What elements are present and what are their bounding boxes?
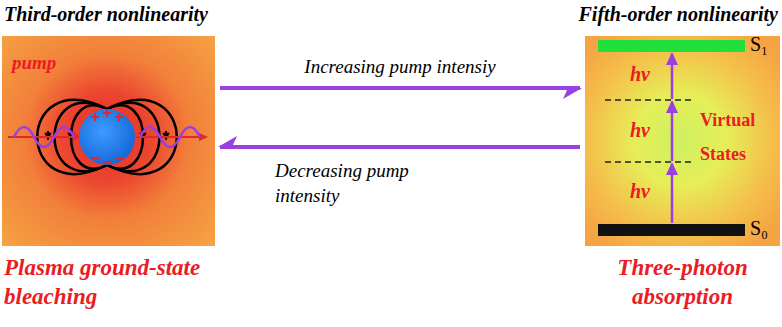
edge-label: Decreasing pump intensity [275, 159, 435, 208]
photon-arrows [671, 54, 674, 223]
panel-caption: Plasma ground-state bleaching [4, 254, 244, 312]
photon-arrow [671, 102, 674, 161]
excited-state-bar [598, 40, 745, 52]
virtual-states-label: Virtual States [700, 103, 774, 171]
pump-label: pump [12, 52, 56, 74]
transition-arrow [220, 145, 580, 149]
charge-signs [91, 109, 123, 162]
panel-ground [585, 36, 780, 246]
transition-arrow [220, 86, 580, 90]
polarization-axis [8, 136, 80, 138]
pump-wave [14, 127, 74, 147]
ground-state-bar [598, 224, 745, 236]
photon-energy: hv [630, 180, 650, 203]
photon-arrow [671, 164, 674, 223]
minus-sign [91, 157, 99, 159]
panel-title: Third-order nonlinearity [4, 3, 208, 26]
state-label: S₁ [750, 33, 768, 56]
state-label: S₀ [750, 217, 768, 240]
nanoparticle [79, 109, 135, 165]
plus-sign [103, 109, 111, 117]
minus-sign [103, 161, 111, 163]
photon-energy: hv [630, 63, 650, 86]
edge-label: Increasing pump intensiy [304, 55, 495, 80]
panel-title: Fifth-order nonlinearity [579, 3, 778, 26]
plus-sign [115, 113, 123, 121]
virtual-state-line [605, 161, 695, 163]
plus-sign [91, 113, 99, 121]
panel-caption: Three-photon absorption [585, 254, 780, 312]
photon-arrow [671, 54, 674, 99]
pump-wave [140, 127, 200, 147]
connector-group [220, 88, 580, 147]
nonlinearity-panel: Fifth-order nonlinearityThree-photon abs… [585, 36, 780, 246]
panel-ground [2, 36, 215, 246]
photon-energy: hv [630, 119, 650, 142]
polarization-axis [136, 136, 206, 138]
minus-sign [115, 157, 123, 159]
virtual-state-line [605, 99, 695, 101]
